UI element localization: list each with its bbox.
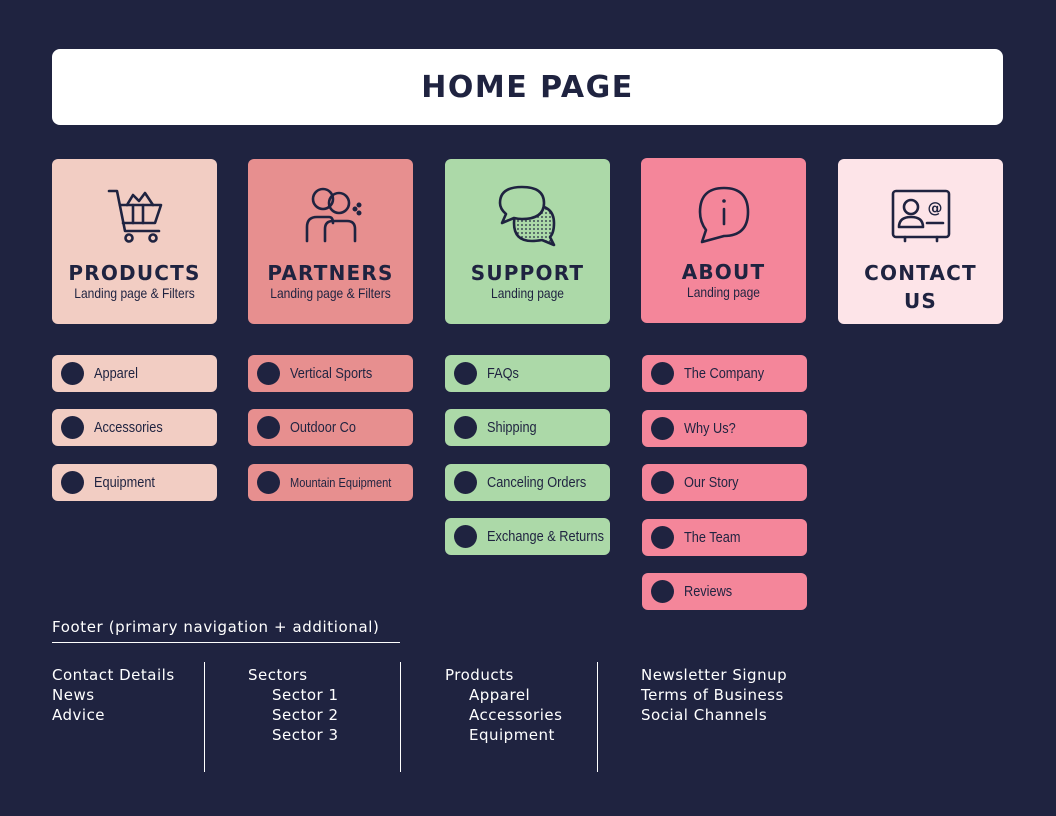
footer-link-apparel[interactable]: Apparel — [469, 686, 531, 704]
card-title: PRODUCTS — [68, 261, 201, 285]
footer-column-divider — [204, 662, 205, 772]
footer-column-2: Sectors Sector 1 Sector 2 Sector 3 — [248, 665, 339, 745]
bullet-icon — [651, 417, 674, 440]
footer-link-news[interactable]: News — [52, 686, 95, 704]
footer-link-sector-2[interactable]: Sector 2 — [272, 706, 339, 724]
footer-column-divider — [400, 662, 401, 772]
list-item-why-us[interactable]: Why Us? — [642, 410, 807, 447]
bullet-icon — [454, 362, 477, 385]
info-icon — [698, 186, 749, 244]
list-item-the-company[interactable]: The Company — [642, 355, 807, 392]
card-subtitle: Landing page & Filters — [74, 285, 195, 301]
people-icon — [305, 187, 361, 243]
list-item-shipping[interactable]: Shipping — [445, 409, 610, 446]
footer-link-accessories[interactable]: Accessories — [469, 706, 563, 724]
list-item-label: Shipping — [487, 419, 537, 436]
list-item-vertical-sports[interactable]: Vertical Sports — [248, 355, 413, 392]
card-subtitle: Landing page — [687, 284, 760, 300]
list-item-label: Apparel — [94, 365, 138, 382]
list-item-label: Canceling Orders — [487, 474, 587, 491]
list-item-mountain-equipment[interactable]: Mountain Equipment — [248, 464, 413, 501]
footer-column-1: Contact Details News Advice — [52, 665, 175, 725]
footer-column-3: Products Apparel Accessories Equipment — [445, 665, 562, 745]
list-item-label: FAQs — [487, 365, 519, 382]
card-about[interactable]: ABOUT Landing page — [641, 158, 806, 323]
list-item-equipment[interactable]: Equipment — [52, 464, 217, 501]
footer-link-products[interactable]: Products — [445, 666, 514, 684]
bullet-icon — [454, 416, 477, 439]
footer-link-sector-3[interactable]: Sector 3 — [272, 726, 339, 744]
contact-card-icon: @ — [891, 189, 950, 243]
bullet-icon — [651, 362, 674, 385]
bullet-icon — [257, 362, 280, 385]
bullet-icon — [651, 526, 674, 549]
card-subtitle: Landing page — [491, 285, 564, 301]
bullet-icon — [61, 471, 84, 494]
footer-link-newsletter-signup[interactable]: Newsletter Signup — [641, 666, 788, 684]
list-item-the-team[interactable]: The Team — [642, 519, 807, 556]
list-item-our-story[interactable]: Our Story — [642, 464, 807, 501]
list-item-canceling-orders[interactable]: Canceling Orders — [445, 464, 610, 501]
list-item-outdoor-co[interactable]: Outdoor Co — [248, 409, 413, 446]
card-title-line2: US — [903, 289, 938, 313]
list-item-reviews[interactable]: Reviews — [642, 573, 807, 610]
card-support[interactable]: SUPPORT Landing page — [445, 159, 610, 324]
list-item-accessories[interactable]: Accessories — [52, 409, 217, 446]
page-title: HOME PAGE — [421, 69, 634, 105]
bullet-icon — [257, 416, 280, 439]
list-item-label: Why Us? — [684, 420, 736, 437]
footer-link-equipment[interactable]: Equipment — [469, 726, 555, 744]
list-item-label: Equipment — [94, 474, 155, 491]
bullet-icon — [257, 471, 280, 494]
list-item-label: Outdoor Co — [290, 419, 356, 436]
list-item-label: Mountain Equipment — [290, 475, 392, 490]
home-page-header[interactable]: HOME PAGE — [52, 49, 1003, 125]
list-item-label: Exchange & Returns — [487, 528, 604, 545]
chat-bubbles-icon — [498, 185, 555, 247]
list-item-label: The Company — [684, 365, 765, 382]
card-partners[interactable]: PARTNERS Landing page & Filters — [248, 159, 413, 324]
footer-link-sectors[interactable]: Sectors — [248, 666, 308, 684]
bullet-icon — [651, 580, 674, 603]
list-item-label: Reviews — [684, 583, 733, 600]
card-contact-us[interactable]: @ CONTACT US — [838, 159, 1003, 324]
list-item-exchange-returns[interactable]: Exchange & Returns — [445, 518, 610, 555]
bullet-icon — [454, 471, 477, 494]
list-item-label: The Team — [684, 529, 741, 546]
footer-link-terms-of-business[interactable]: Terms of Business — [641, 686, 784, 704]
footer-link-sector-1[interactable]: Sector 1 — [272, 686, 339, 704]
card-title: SUPPORT — [470, 261, 585, 285]
bullet-icon — [454, 525, 477, 548]
footer-column-divider — [597, 662, 598, 772]
card-title: ABOUT — [681, 260, 766, 284]
shopping-cart-icon — [107, 189, 162, 243]
card-title-line1: CONTACT — [864, 261, 977, 285]
footer-title: Footer (primary navigation + additional) — [52, 618, 380, 636]
bullet-icon — [651, 471, 674, 494]
footer-divider — [52, 642, 400, 643]
list-item-apparel[interactable]: Apparel — [52, 355, 217, 392]
bullet-icon — [61, 362, 84, 385]
svg-text:@: @ — [927, 199, 942, 217]
list-item-label: Accessories — [94, 419, 163, 436]
footer-link-advice[interactable]: Advice — [52, 706, 106, 724]
footer-link-contact-details[interactable]: Contact Details — [52, 666, 175, 684]
bullet-icon — [61, 416, 84, 439]
list-item-label: Vertical Sports — [290, 365, 373, 382]
card-title: PARTNERS — [267, 261, 394, 285]
footer-link-social-channels[interactable]: Social Channels — [641, 706, 768, 724]
footer-column-4: Newsletter Signup Terms of Business Soci… — [641, 665, 787, 725]
card-subtitle: Landing page & Filters — [270, 285, 391, 301]
list-item-faqs[interactable]: FAQs — [445, 355, 610, 392]
list-item-label: Our Story — [684, 474, 739, 491]
card-products[interactable]: PRODUCTS Landing page & Filters — [52, 159, 217, 324]
